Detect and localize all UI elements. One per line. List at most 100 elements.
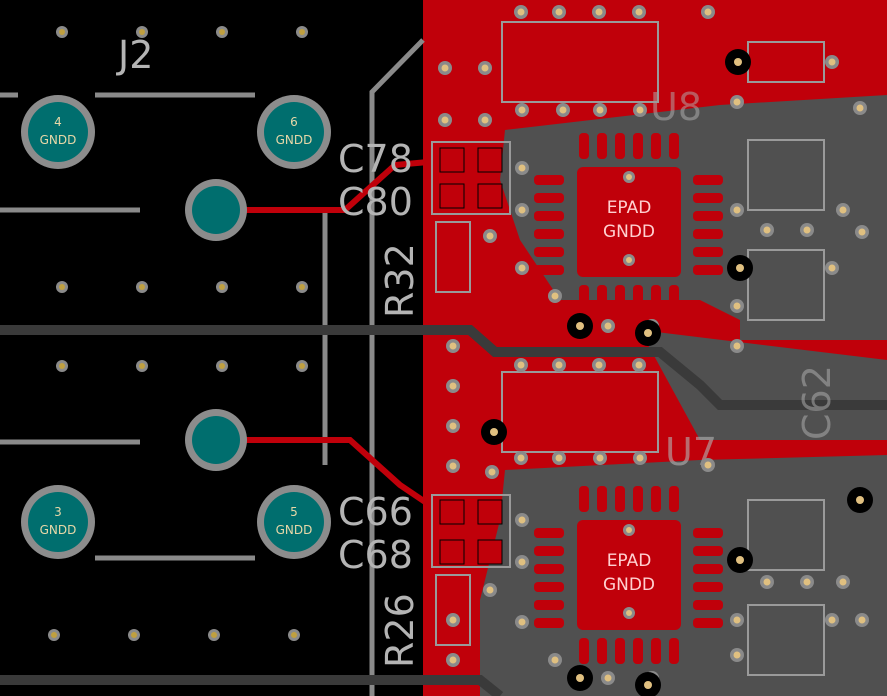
ref-r32: R32 — [378, 243, 422, 318]
via — [438, 113, 452, 127]
pad-4: 4 GNDD — [21, 95, 95, 169]
via — [825, 55, 839, 69]
through-hole — [481, 419, 507, 445]
via — [593, 451, 607, 465]
via — [730, 339, 744, 353]
via — [632, 358, 646, 372]
via — [128, 629, 140, 641]
passives-top-row — [501, 21, 825, 676]
through-hole — [635, 320, 661, 346]
pad-number: 6 — [290, 115, 298, 129]
through-hole — [635, 672, 661, 696]
via — [56, 360, 68, 372]
via — [485, 465, 499, 479]
pad-6: 6 GNDD — [257, 95, 331, 169]
qfn-ic: EPAD GNDD — [534, 486, 723, 664]
vias-left — [48, 26, 308, 641]
via — [552, 5, 566, 19]
via — [760, 223, 774, 237]
via — [515, 103, 529, 117]
via — [446, 459, 460, 473]
via — [548, 289, 562, 303]
via — [855, 225, 869, 239]
via — [552, 451, 566, 465]
red-traces — [245, 157, 451, 515]
ref-j2: J2 — [116, 33, 153, 77]
signal-pad-upper — [185, 179, 247, 241]
via — [446, 613, 460, 627]
via — [478, 61, 492, 75]
via — [515, 203, 529, 217]
via — [216, 360, 228, 372]
through-hole — [727, 255, 753, 281]
via — [514, 5, 528, 19]
via — [730, 613, 744, 627]
signal-pad-lower — [185, 409, 247, 471]
via — [632, 5, 646, 19]
ref-c62: C62 — [795, 365, 839, 440]
ref-c66: C66 — [338, 490, 413, 534]
via — [836, 203, 850, 217]
pad-net: GNDD — [40, 133, 77, 147]
via — [446, 339, 460, 353]
via — [296, 281, 308, 293]
via — [296, 360, 308, 372]
via — [483, 229, 497, 243]
via — [216, 281, 228, 293]
via — [136, 281, 148, 293]
via — [730, 95, 744, 109]
via — [478, 113, 492, 127]
via — [446, 419, 460, 433]
via — [56, 281, 68, 293]
through-hole — [725, 49, 751, 75]
via — [483, 583, 497, 597]
ref-c78: C78 — [338, 137, 413, 181]
through-hole — [847, 487, 873, 513]
via — [633, 451, 647, 465]
via — [855, 613, 869, 627]
via — [136, 360, 148, 372]
via — [592, 5, 606, 19]
ref-c80: C80 — [338, 180, 413, 224]
via — [800, 575, 814, 589]
via — [515, 555, 529, 569]
pad-5: 5 GNDD — [257, 485, 331, 559]
pad-3: 3 GNDD — [21, 485, 95, 559]
via — [216, 26, 228, 38]
via — [515, 261, 529, 275]
pad-number: 4 — [54, 115, 62, 129]
via — [730, 203, 744, 217]
via — [515, 161, 529, 175]
connector-j2: 4 GNDD 6 GNDD 3 GNDD 5 GNDD — [21, 95, 331, 559]
epad-label: EPAD — [607, 551, 652, 571]
via — [548, 653, 562, 667]
via — [825, 613, 839, 627]
via — [438, 61, 452, 75]
via — [633, 103, 647, 117]
via — [56, 26, 68, 38]
silkscreen-outline — [0, 38, 425, 696]
via — [296, 26, 308, 38]
via — [730, 299, 744, 313]
epad — [577, 520, 681, 630]
via — [136, 26, 148, 38]
epad-net: GNDD — [603, 575, 655, 595]
through-hole — [727, 547, 753, 573]
ref-r26: R26 — [378, 593, 422, 668]
gray-traces — [0, 325, 887, 696]
pad-net: GNDD — [276, 523, 313, 537]
pad-net: GNDD — [40, 523, 77, 537]
epad-net: GNDD — [603, 222, 655, 242]
via — [593, 103, 607, 117]
via — [208, 629, 220, 641]
via — [701, 5, 715, 19]
epad — [577, 167, 681, 277]
via — [701, 458, 715, 472]
via — [552, 358, 566, 372]
via — [446, 379, 460, 393]
via — [730, 648, 744, 662]
via — [601, 319, 615, 333]
